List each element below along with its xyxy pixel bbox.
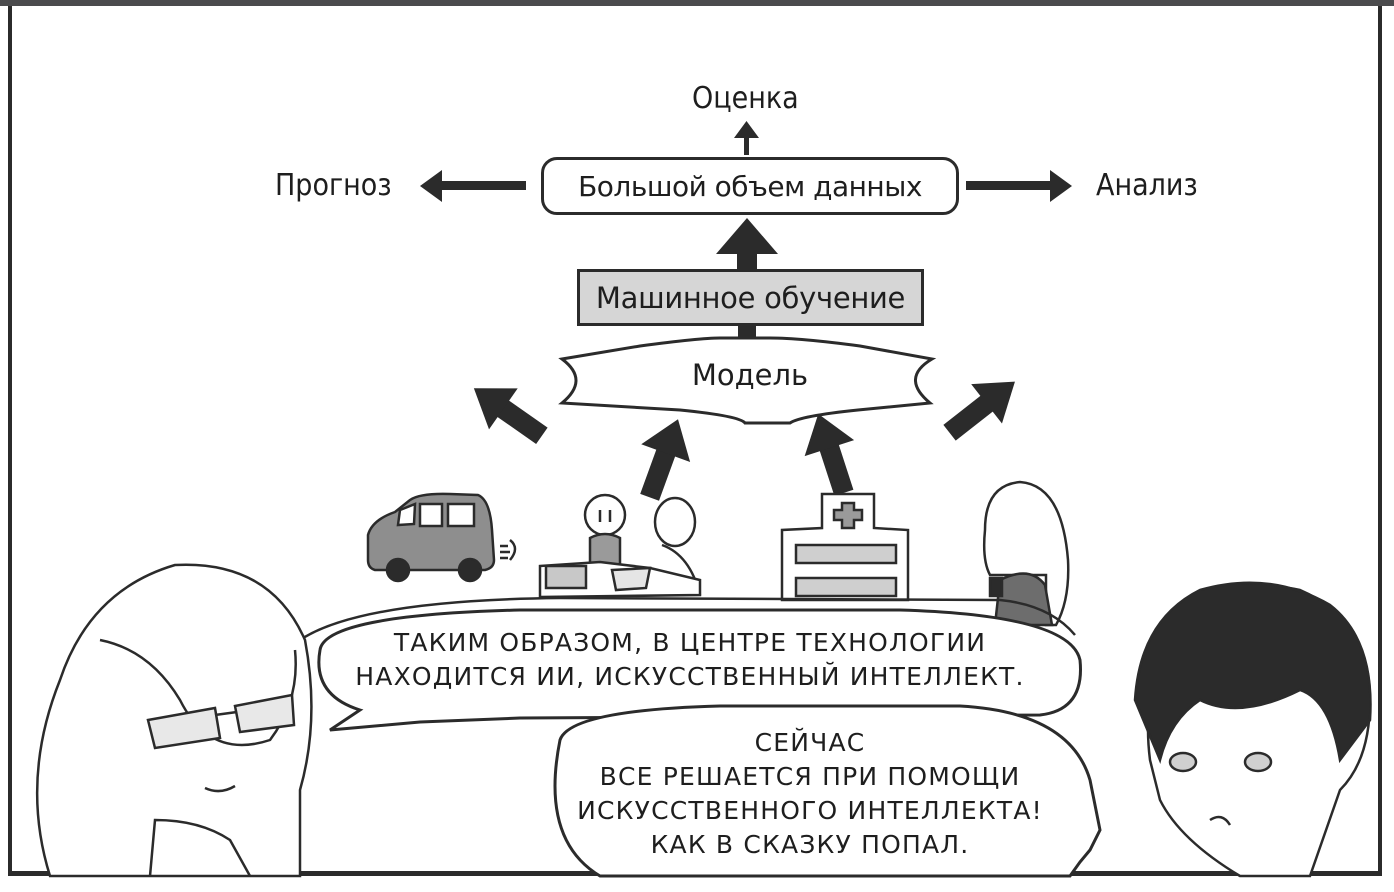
top-bar xyxy=(0,0,1394,6)
speech-bubble-1-text: Таким образом, в центре технологии наход… xyxy=(330,626,1050,694)
bubble2-line: искусственного интеллекта! xyxy=(577,796,1043,825)
big-data-label: Большой объем данных xyxy=(578,169,922,203)
store-checkout-icon xyxy=(538,493,702,599)
machine-learning-label: Машинное обучение xyxy=(595,280,906,315)
analysis-label: Анализ xyxy=(1096,168,1198,203)
arrow-ml-to-bigdata xyxy=(716,218,778,272)
machine-learning-node: Машинное обучение xyxy=(577,269,924,326)
ground-line xyxy=(299,596,1076,642)
bubble1-line: Таким образом, в центре технологии xyxy=(393,628,987,657)
arrow-left-to-forecast xyxy=(420,170,526,202)
speech-bubble-1 xyxy=(317,608,1082,732)
bubble2-line: Сейчас xyxy=(754,728,866,757)
model-banner-shape xyxy=(558,336,937,425)
arrow-input-2 xyxy=(640,419,691,501)
arrow-up-to-evaluation xyxy=(734,121,759,155)
arrow-right-to-analysis xyxy=(966,170,1072,202)
person-with-phone-icon xyxy=(982,480,1070,627)
model-label: Модель xyxy=(691,358,809,392)
bubble2-line: все решается при помощи xyxy=(599,762,1021,791)
boy-character xyxy=(1133,581,1372,878)
girl-with-glasses-character xyxy=(35,563,313,878)
bubble1-line: находится ИИ, искусственный интеллект. xyxy=(355,662,1025,691)
arrow-input-4 xyxy=(943,381,1015,441)
car-icon xyxy=(366,492,517,583)
bubble2-line: Как в сказку попал. xyxy=(650,830,970,859)
forecast-label: Прогноз xyxy=(275,168,392,203)
hospital-icon xyxy=(780,492,910,602)
arrow-input-1 xyxy=(473,388,548,445)
speech-bubble-2 xyxy=(553,704,1102,878)
big-data-node: Большой объем данных xyxy=(541,157,959,215)
speech-bubble-2-text: Сейчас все решается при помощи искусстве… xyxy=(560,726,1060,862)
arrow-input-3 xyxy=(804,413,855,496)
evaluation-label: Оценка xyxy=(692,81,799,116)
